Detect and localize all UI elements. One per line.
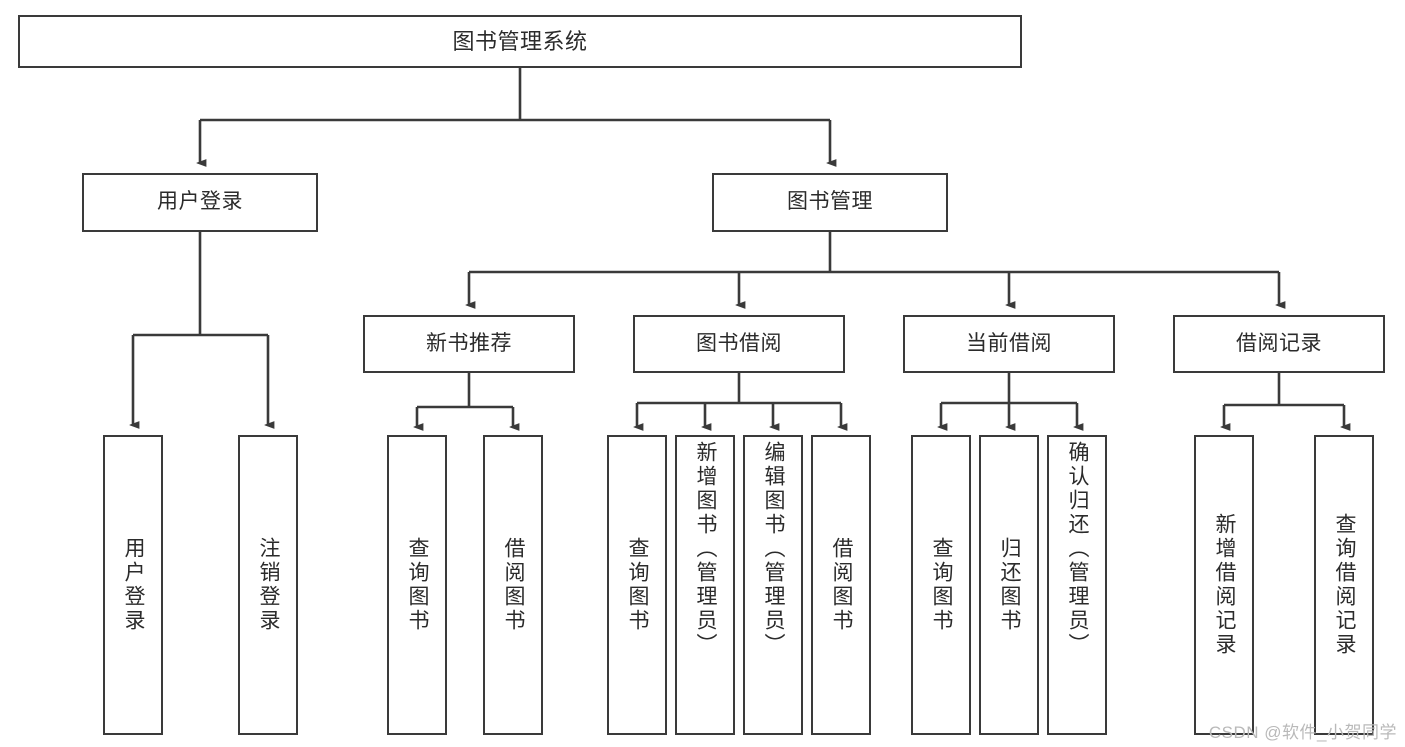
leaf-add-borrow-record[interactable]: 新增借阅记录: [1194, 435, 1254, 735]
leaf-logout[interactable]: 注销登录: [238, 435, 298, 735]
leaf-edit-book-admin[interactable]: 编辑图书（管理员）: [743, 435, 803, 735]
watermark-text: CSDN @软件_小贺同学: [1208, 723, 1397, 742]
node-label: 查询图书: [406, 537, 430, 633]
node-new-book-recommend[interactable]: 新书推荐: [363, 315, 575, 373]
node-label: 归还图书: [998, 537, 1022, 633]
leaf-add-book-admin[interactable]: 新增图书（管理员）: [675, 435, 735, 735]
node-label: 查询图书: [930, 537, 954, 633]
node-borrow-record[interactable]: 借阅记录: [1173, 315, 1385, 373]
node-label: 新增借阅记录: [1213, 513, 1237, 657]
node-label: 查询图书: [626, 537, 650, 633]
node-label: 编辑图书（管理员）: [762, 441, 786, 657]
node-label: 新书推荐: [426, 331, 512, 355]
node-label: 借阅图书: [830, 537, 854, 633]
node-user-login[interactable]: 用户登录: [82, 173, 318, 232]
leaf-query-book-recommend[interactable]: 查询图书: [387, 435, 447, 735]
leaf-confirm-return-admin[interactable]: 确认归还（管理员）: [1047, 435, 1107, 735]
leaf-query-book-current[interactable]: 查询图书: [911, 435, 971, 735]
leaf-user-login[interactable]: 用户登录: [103, 435, 163, 735]
node-label: 图书管理系统: [452, 28, 588, 54]
leaf-query-book-borrow[interactable]: 查询图书: [607, 435, 667, 735]
node-root-system[interactable]: 图书管理系统: [18, 15, 1022, 68]
node-book-borrow[interactable]: 图书借阅: [633, 315, 845, 373]
node-label: 新增图书（管理员）: [694, 441, 718, 657]
node-label: 用户登录: [157, 190, 243, 214]
node-label: 图书借阅: [696, 331, 782, 355]
node-label: 图书管理: [787, 190, 873, 214]
node-label: 当前借阅: [966, 331, 1052, 355]
leaf-return-book[interactable]: 归还图书: [979, 435, 1039, 735]
node-label: 借阅记录: [1236, 331, 1322, 355]
node-label: 注销登录: [257, 537, 281, 633]
leaf-query-borrow-record[interactable]: 查询借阅记录: [1314, 435, 1374, 735]
node-label: 借阅图书: [502, 537, 526, 633]
leaf-borrow-book[interactable]: 借阅图书: [811, 435, 871, 735]
node-current-borrow[interactable]: 当前借阅: [903, 315, 1115, 373]
node-label: 确认归还（管理员）: [1066, 441, 1090, 657]
node-book-management[interactable]: 图书管理: [712, 173, 948, 232]
node-label: 用户登录: [122, 537, 146, 633]
node-label: 查询借阅记录: [1333, 513, 1357, 657]
leaf-borrow-book-recommend[interactable]: 借阅图书: [483, 435, 543, 735]
